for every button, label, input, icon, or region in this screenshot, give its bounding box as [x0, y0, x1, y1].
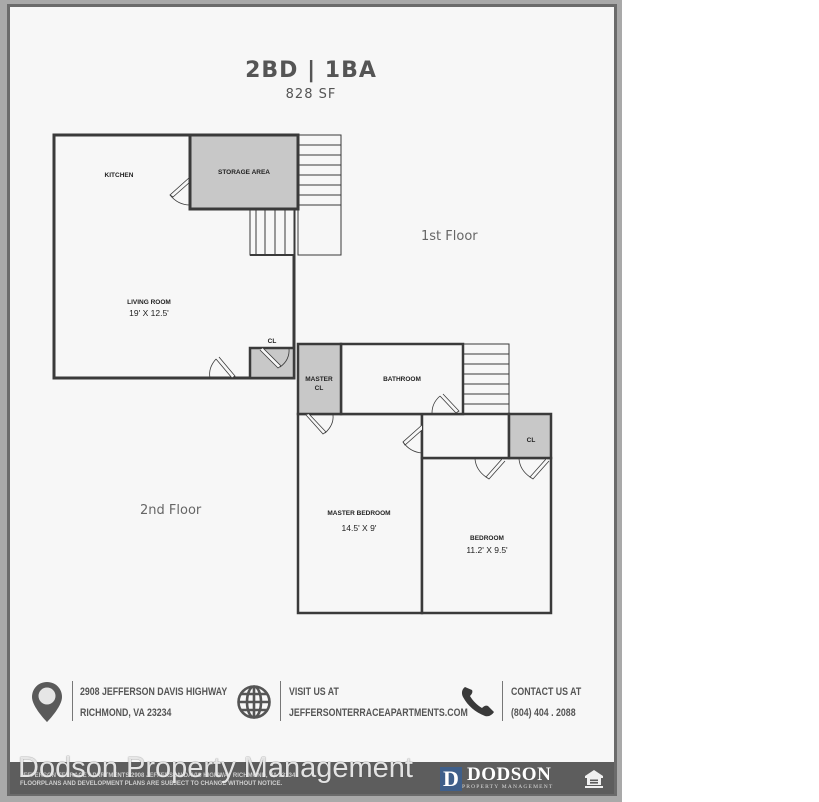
master-closet-label-line1: MASTER: [305, 376, 333, 383]
bathroom-label: BATHROOM: [383, 376, 421, 383]
phone-block[interactable]: CONTACT US AT (804) 404 . 2088: [511, 682, 581, 724]
phone-number[interactable]: (804) 404 . 2088: [511, 707, 576, 719]
second-floor-door-icons: [305, 393, 550, 480]
floor-plan-drawing: KITCHEN STORAGE AREA LIVING ROOM 19' X 1…: [52, 133, 553, 615]
dodson-logo: D DODSON PROPERTY MANAGEMENT: [440, 764, 554, 791]
dodson-logo-name: DODSON: [467, 764, 552, 785]
phone-icon: [461, 687, 494, 717]
footer-disclaimer: FLOORPLANS AND DEVELOPMENT PLANS ARE SUB…: [20, 781, 283, 787]
master-bedroom-dimensions: 14.5' X 9': [342, 523, 377, 533]
contact-divider: [280, 681, 281, 721]
unit-type-title: 2BD | 1BA: [245, 58, 377, 83]
master-closet-label-line2: CL: [315, 385, 324, 392]
globe-icon: [237, 685, 271, 719]
bathroom: [339, 342, 465, 416]
storage-area-label: STORAGE AREA: [218, 169, 270, 176]
closet-second-floor: [507, 412, 553, 460]
bedroom: [420, 456, 553, 615]
visit-label: VISIT US AT: [289, 686, 339, 698]
closet-second-floor-label: CL: [527, 437, 536, 444]
watermark-text: Dodson Property Management: [18, 752, 413, 784]
hallway: [420, 412, 511, 460]
stairs-second-floor: [462, 343, 510, 415]
master-bedroom-label: MASTER BEDROOM: [327, 510, 390, 517]
address-line-2: RICHMOND, VA 23234: [80, 707, 172, 719]
closet-first-floor: [248, 346, 296, 380]
closet-first-floor-label: CL: [268, 338, 277, 345]
stairs-first-floor-upper: [297, 134, 342, 256]
master-closet: [296, 342, 343, 416]
website-link[interactable]: JEFFERSONTERRACEAPARTMENTS.COM: [289, 707, 468, 719]
footer-property-info: JEFFERSON TERRACE APARTMENTS 2908 JEFFER…: [20, 773, 296, 779]
equal-housing-icon: [585, 770, 603, 788]
living-room-label: LIVING ROOM: [127, 299, 171, 306]
second-floor-label: 2nd Floor: [140, 503, 202, 518]
bedroom-label: BEDROOM: [470, 535, 504, 542]
dodson-logo-mark: D: [440, 766, 462, 791]
living-room-dimensions: 19' X 12.5': [129, 308, 169, 318]
bedroom-dimensions: 11.2' X 9.5': [466, 545, 508, 555]
square-footage: 828 SF: [285, 87, 337, 102]
stairs-first-floor-lower: [249, 208, 295, 256]
storage-area: [188, 133, 300, 211]
contact-divider: [72, 681, 73, 721]
footer-bar: [10, 762, 614, 794]
map-pin-icon: [32, 682, 62, 722]
closet-door-icon: [259, 347, 290, 369]
contact-label: CONTACT US AT: [511, 686, 582, 698]
dodson-logo-subtitle: PROPERTY MANAGEMENT: [462, 784, 554, 790]
contact-divider: [502, 681, 503, 721]
first-floor-label: 1st Floor: [421, 229, 478, 244]
website-block[interactable]: VISIT US AT JEFFERSONTERRACEAPARTMENTS.C…: [289, 682, 468, 724]
entry-door-icon: [209, 356, 236, 379]
address-block: 2908 JEFFERSON DAVIS HIGHWAY RICHMOND, V…: [80, 682, 227, 724]
kitchen-label: KITCHEN: [105, 172, 134, 179]
address-line-1: 2908 JEFFERSON DAVIS HIGHWAY: [80, 686, 228, 698]
storage-door-icon: [169, 176, 191, 206]
